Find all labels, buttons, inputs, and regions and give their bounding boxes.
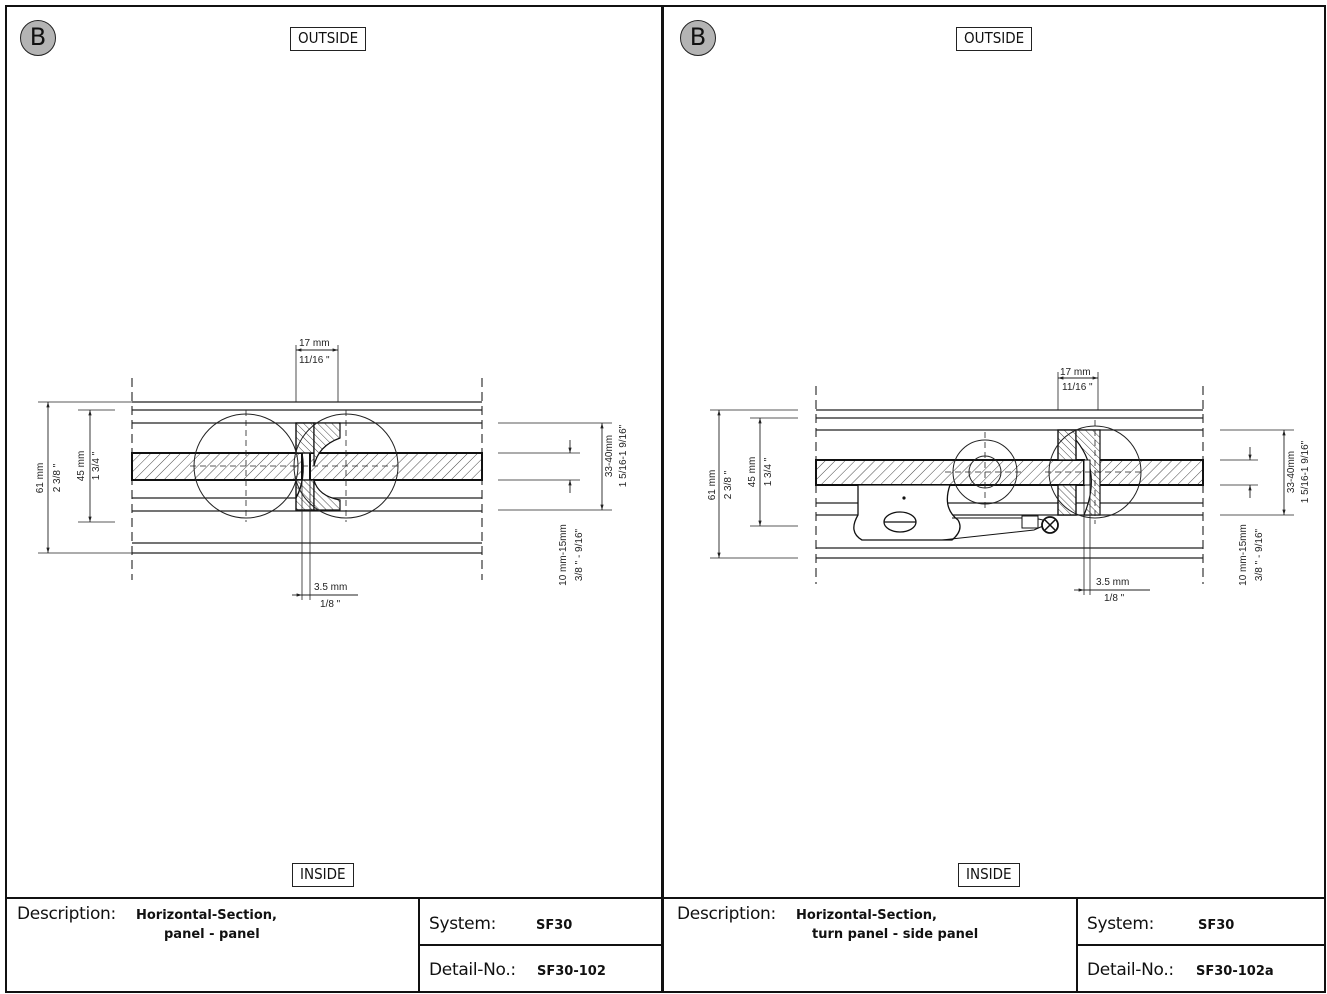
section-marker-badge: B [680,20,716,56]
dim-thick-in: 3/8 " - 9/16" [1254,528,1265,581]
detail-value: SF30-102 [537,964,606,979]
detail-key: Detail-No.: [429,960,516,980]
dim-gap-in: 11/16 " [1062,382,1093,393]
dim-glass-mm: 33-40mm [604,435,615,477]
system-key: System: [429,914,497,934]
dim-gap-in: 11/16 " [299,355,330,366]
dim-seal-mm: 3.5 mm [1096,577,1129,588]
dim-thick-mm: 10 mm-15mm [558,524,569,586]
dim-overall-mm: 61 mm [707,470,718,501]
section-drawing-left: 17 mm 11/16 " 61 mm 2 3/8 " 45 mm 1 3/4 … [35,338,629,610]
inside-label: INSIDE [958,863,1020,887]
dim-mid-mm: 45 mm [747,457,758,488]
dim-overall-in: 2 3/8 " [723,470,734,499]
inside-label: INSIDE [292,863,354,887]
section-marker-badge: B [20,20,56,56]
dim-thick-mm: 10 mm-15mm [1238,524,1249,586]
outside-label: OUTSIDE [290,27,367,51]
dim-seal-in: 1/8 " [320,599,341,610]
dim-gap-mm: 17 mm [1060,367,1091,378]
drawing-frame-right [662,5,1326,993]
system-value: SF30 [1198,918,1235,933]
description-key: Description: [17,904,116,924]
dim-overall-mm: 61 mm [35,463,46,494]
dim-mid-mm: 45 mm [76,451,87,482]
dim-glass-mm: 33-40mm [1286,451,1297,493]
detail-value: SF30-102a [1196,964,1274,979]
dim-glass-in: 1 5/16-1 9/16" [1300,440,1311,503]
detail-key: Detail-No.: [1087,960,1174,980]
description-line2: panel - panel [164,927,260,942]
drawing-sheet-left: 17 mm 11/16 " 61 mm 2 3/8 " 45 mm 1 3/4 … [0,0,662,994]
dim-seal-mm: 3.5 mm [314,582,347,593]
system-value: SF30 [536,918,573,933]
dim-glass-in: 1 5/16-1 9/16" [618,424,629,487]
description-line1: Horizontal-Section, [136,908,277,923]
dim-mid-in: 1 3/4 " [91,451,102,480]
description-key: Description: [677,904,776,924]
system-key: System: [1087,914,1155,934]
dim-mid-in: 1 3/4 " [763,457,774,486]
section-drawing-right: 17 mm 11/16 " 61 mm 2 3/8 " 45 mm 1 3/4 … [707,367,1311,604]
drawing-sheet-right: 17 mm 11/16 " 61 mm 2 3/8 " 45 mm 1 3/4 … [662,0,1327,994]
dim-overall-in: 2 3/8 " [52,463,63,492]
description-line1: Horizontal-Section, [796,908,937,923]
dim-gap-mm: 17 mm [299,338,330,349]
outside-label: OUTSIDE [956,27,1033,51]
description-line2: turn panel - side panel [812,927,979,942]
dim-seal-in: 1/8 " [1104,593,1125,604]
dim-thick-in: 3/8 " - 9/16" [574,528,585,581]
drawing-frame-left [5,5,662,993]
